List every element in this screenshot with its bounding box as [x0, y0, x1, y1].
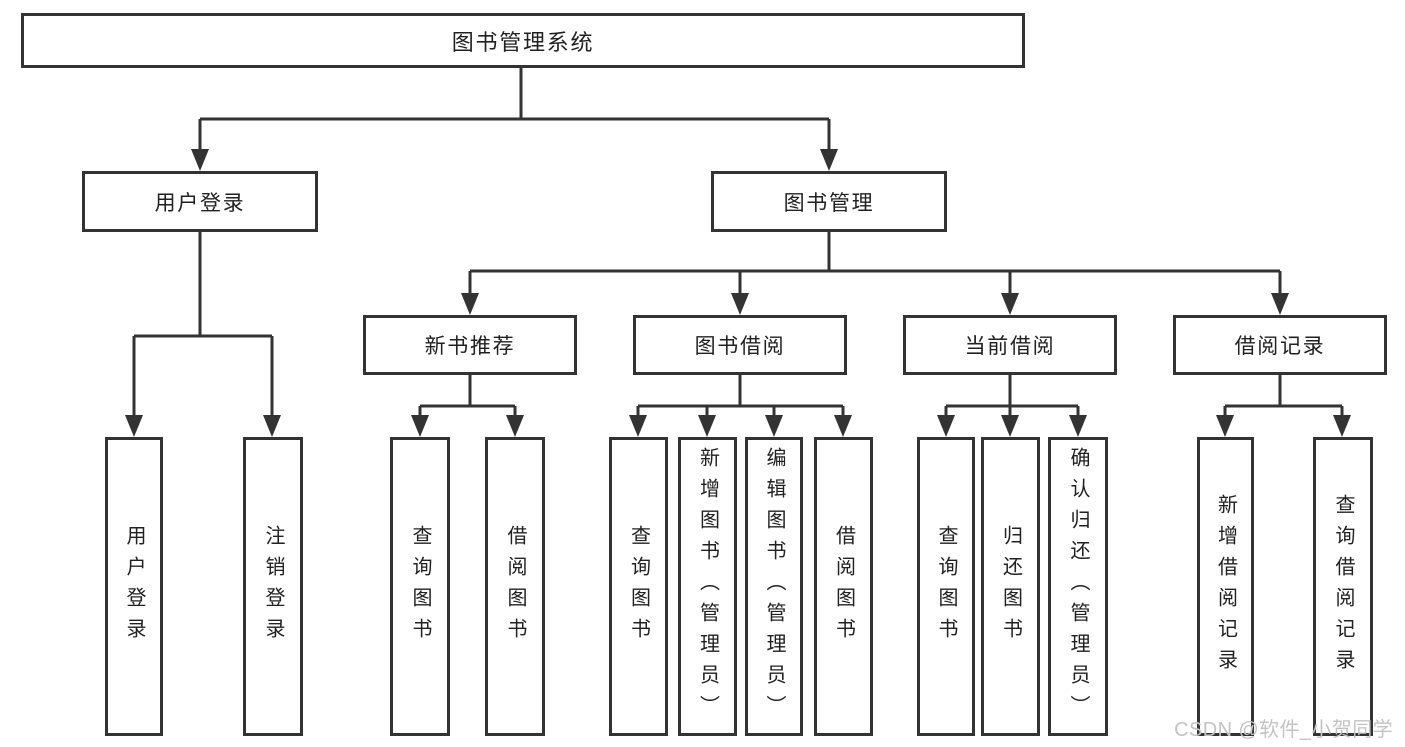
node-label: 图书管理系统: [451, 29, 595, 55]
node-label: 注销登录: [262, 524, 284, 649]
node-label: 借阅图书: [504, 524, 526, 649]
node-new-book-recommendation: 新书推荐: [363, 315, 577, 375]
node-label: 归还图书: [999, 524, 1022, 649]
node-borrowing-records: 借阅记录: [1173, 315, 1387, 375]
connector-current-children: [937, 375, 1087, 437]
connector-management-children: [461, 232, 1289, 315]
node-label: 用户登录: [154, 191, 246, 215]
node-label: 图书借阅: [694, 335, 786, 358]
node-label: 确认归还（管理员）: [1067, 447, 1089, 726]
leaf-add-books-admin: 新增图书（管理员）: [678, 437, 737, 736]
node-label: 新增借阅记录: [1214, 493, 1237, 680]
node-label: 借阅记录: [1234, 335, 1326, 358]
node-label: 查询图书: [935, 524, 957, 649]
node-label: 编辑图书（管理员）: [763, 447, 785, 726]
node-label: 新增图书（管理员）: [696, 447, 719, 726]
node-label: 查询图书: [627, 524, 650, 649]
connector-recommend-children: [411, 375, 524, 437]
node-label: 新书推荐: [424, 335, 516, 358]
connector-borrow-children: [629, 375, 852, 437]
connector-root-to-level2: [191, 68, 838, 171]
leaf-user-login: 用户登录: [105, 437, 163, 736]
node-label: 当前借阅: [964, 335, 1056, 358]
node-label: 用户登录: [123, 524, 145, 649]
leaf-query-books-borrow: 查询图书: [609, 437, 668, 736]
leaf-confirm-return-admin: 确认归还（管理员）: [1048, 437, 1108, 736]
leaf-add-borrow-record: 新增借阅记录: [1197, 437, 1254, 736]
leaf-edit-books-admin: 编辑图书（管理员）: [745, 437, 803, 736]
leaf-return-books: 归还图书: [981, 437, 1040, 736]
leaf-query-books-recommend: 查询图书: [390, 437, 450, 736]
leaf-borrow-books-recommend: 借阅图书: [485, 437, 545, 736]
node-book-borrowing: 图书借阅: [633, 315, 847, 375]
connector-login-children: [125, 232, 281, 437]
node-label: 借阅图书: [832, 524, 855, 649]
node-book-management: 图书管理: [711, 171, 947, 232]
node-label: 图书管理: [783, 191, 875, 215]
node-label: 查询图书: [409, 524, 431, 649]
connector-records-children: [1216, 375, 1351, 437]
node-user-login: 用户登录: [82, 171, 318, 232]
leaf-query-books-current: 查询图书: [917, 437, 975, 736]
leaf-query-borrow-record: 查询借阅记录: [1313, 437, 1373, 736]
node-library-management-system: 图书管理系统: [21, 13, 1025, 68]
node-label: 查询借阅记录: [1332, 493, 1354, 680]
node-current-borrowing: 当前借阅: [903, 315, 1117, 375]
leaf-logout: 注销登录: [243, 437, 303, 736]
leaf-borrow-books: 借阅图书: [814, 437, 873, 736]
